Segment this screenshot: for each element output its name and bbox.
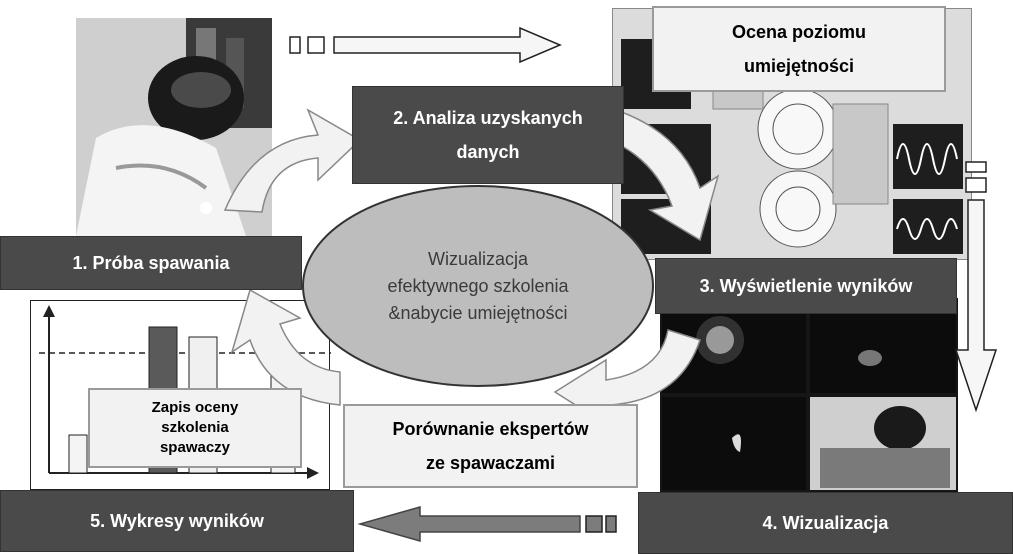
step-3-text: 3. Wyświetlenie wyników [699,276,913,296]
visualization-photos [660,298,958,492]
top-right-arrow [289,26,562,64]
assessment-text-line2: umiejętności [743,56,855,76]
center-line-3: &nabycie umiejętności [388,302,568,323]
comparison-box: Porównanie ekspertów ze spawaczami [343,404,638,488]
bar-small [68,434,88,474]
training-record-box: Zapis oceny szkolenia spawaczy [88,388,302,468]
comparison-text-line1: Porównanie ekspertów [392,419,589,439]
skill-assessment-box: Ocena poziomu umiejętności [652,6,946,92]
step-2-text-line1: 2. Analiza uzyskanych [393,108,583,128]
record-text-line3: spawaczy [159,439,231,456]
step-2-label: 2. Analiza uzyskanych danych [352,86,624,184]
step-5-label: 5. Wykresy wyników [0,490,354,552]
step-3-label: 3. Wyświetlenie wyników [655,258,957,314]
record-text-line2: szkolenia [161,419,229,436]
center-line-2: efektywnego szkolenia [387,275,569,296]
step-2-text-line2: danych [456,142,520,162]
record-text-line1: Zapis oceny [151,399,239,416]
welder-photo [76,18,272,236]
right-down-arrow [954,161,998,413]
step-1-text: 1. Próba spawania [72,253,230,273]
center-line-1: Wizualizacja [427,248,529,269]
step-4-text: 4. Wizualizacja [762,513,889,533]
center-text: Wizualizacja efektywnego szkolenia &naby… [320,230,636,342]
assessment-text-line1: Ocena poziomu [731,22,866,42]
welder-illustration [76,18,272,236]
step-1-label: 1. Próba spawania [0,236,302,290]
comparison-text-line2: ze spawaczami [425,453,556,473]
step-5-text: 5. Wykresy wyników [90,511,264,531]
step-4-label: 4. Wizualizacja [638,492,1013,554]
bottom-left-arrow [357,506,617,542]
center-ellipse [302,185,654,387]
